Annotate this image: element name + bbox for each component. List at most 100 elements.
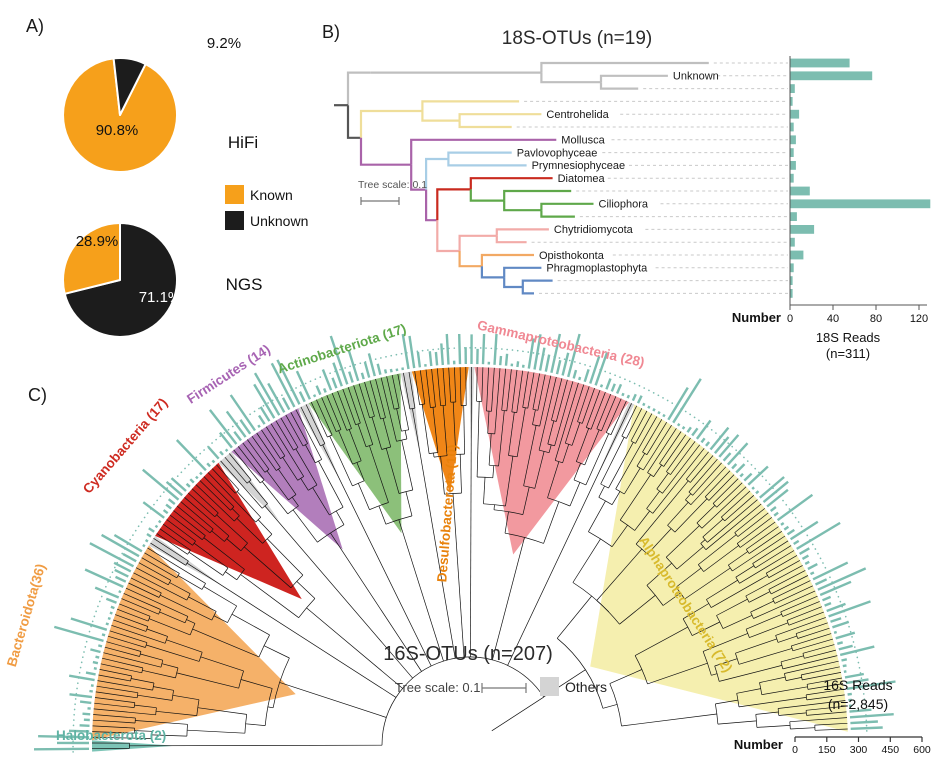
read-bar-16s — [727, 442, 749, 466]
pie-ngs — [62, 222, 178, 338]
tree-branch-16s — [483, 477, 486, 504]
tree-branch-16s — [706, 579, 738, 600]
tree-branch-16s — [263, 645, 290, 659]
tree-branch-16s — [419, 370, 426, 405]
tree-branch-16s — [682, 603, 709, 620]
tree-branch-16s — [662, 444, 700, 494]
read-bar-16s — [824, 601, 832, 607]
tree-branch-16s — [111, 624, 166, 644]
tree-branch-16s — [356, 462, 365, 481]
tree-arc-16s — [696, 522, 703, 529]
tree-branch-16s — [690, 466, 727, 505]
tree-arc-16s — [381, 656, 544, 746]
tree-18s-branches — [334, 61, 788, 295]
tree-branch-16s — [543, 501, 560, 544]
tree-branch-16s — [790, 727, 815, 730]
tree-branch-16s — [318, 460, 344, 508]
tree-branch-16s — [608, 442, 634, 489]
tree-branch-16s — [768, 560, 800, 579]
tree-branch-16s — [421, 404, 430, 454]
tree-branch-16s — [216, 514, 248, 544]
reads-bars-16s — [33, 333, 896, 751]
tree-branch-16s — [102, 657, 143, 669]
read-bar-16s — [686, 426, 692, 433]
tree-branch-16s — [386, 376, 395, 410]
tree-branch-16s — [264, 505, 413, 679]
tree-branch-16s — [772, 580, 811, 600]
tree-branch-16s — [431, 368, 436, 408]
read-bar-16s — [170, 477, 187, 492]
pie-slice-ngs-known — [62, 222, 121, 295]
read-bar-18s — [790, 84, 795, 93]
read-bar-18s — [790, 212, 797, 221]
read-bar-16s — [211, 459, 216, 464]
read-bar-16s — [195, 475, 199, 480]
tree-branch-16s — [755, 545, 792, 569]
tree-branch-16s — [814, 722, 848, 726]
tree-18s-taxon-labels: UnknownCentrohelidaMolluscaPavlovophycea… — [517, 71, 719, 275]
tree-branch-16s — [226, 538, 242, 552]
tree-arc-16s — [805, 694, 808, 700]
pie-ngs-unknown-pct: 71.1% — [139, 289, 182, 306]
tree-branch-16s — [807, 677, 843, 685]
read-bar-16s — [842, 664, 847, 668]
tree-branch-18s — [346, 105, 361, 139]
tree-branch-16s — [573, 463, 581, 481]
read-bar-16s — [833, 630, 838, 634]
read-bar-16s — [544, 354, 551, 372]
tree-arc-16s — [721, 516, 725, 522]
read-bar-16s — [826, 602, 846, 613]
read-bar-16s — [331, 377, 338, 389]
read-bar-16s — [550, 333, 562, 374]
read-bar-16s — [846, 680, 896, 690]
read-bar-16s — [53, 625, 104, 643]
read-bar-16s — [363, 361, 371, 378]
tree-branch-16s — [555, 379, 568, 422]
read-bar-16s — [416, 351, 422, 368]
tree-branch-16s — [224, 456, 248, 484]
tree-branch-16s — [717, 720, 757, 725]
others-label: Others — [565, 679, 607, 695]
read-bar-16s — [401, 367, 405, 371]
taxon-label-18s: Ciliophora — [599, 199, 649, 211]
tree-branch-16s — [306, 607, 403, 689]
tree-branch-16s — [330, 532, 422, 672]
read-bar-16s — [773, 511, 779, 517]
tree-branch-16s — [104, 646, 140, 657]
tree-branch-16s — [267, 706, 274, 709]
read-bar-16s — [144, 538, 149, 543]
tree-branch-16s — [358, 383, 370, 418]
read-bar-16s — [555, 359, 562, 375]
tree-branch-16s — [735, 638, 777, 654]
axis-tick-label-16s: 450 — [882, 744, 900, 756]
tree-branch-16s — [92, 719, 136, 724]
read-bar-16s — [769, 506, 777, 512]
tree-branch-16s — [795, 622, 828, 634]
read-bar-16s — [206, 462, 211, 468]
read-bar-18s — [790, 199, 931, 209]
tree-branch-16s — [745, 565, 803, 597]
read-bar-16s — [79, 724, 90, 727]
tree-branch-18s — [480, 266, 505, 279]
tree-branch-16s — [581, 387, 595, 424]
tree-branch-18s — [458, 120, 512, 129]
tree-branch-16s — [176, 505, 211, 534]
read-bar-18s — [790, 97, 793, 106]
tree-branch-16s — [802, 672, 842, 681]
tree-branch-16s — [675, 567, 702, 588]
read-bar-16s — [148, 527, 155, 533]
read-bar-16s — [207, 446, 220, 460]
read-bar-16s — [93, 667, 97, 670]
tree-branch-16s — [404, 430, 408, 440]
tree-branch-16s — [93, 708, 156, 716]
tree-branch-16s — [292, 509, 318, 543]
tree-branch-16s — [256, 432, 281, 468]
tree-branch-16s — [745, 613, 782, 630]
read-bar-16s — [154, 524, 159, 529]
tree-branch-18s — [503, 189, 572, 201]
read-bar-16s — [94, 586, 120, 599]
tree-branch-16s — [492, 465, 495, 478]
tree-branch-16s — [602, 704, 618, 709]
tree-branch-16s — [290, 412, 308, 444]
read-bar-16s — [801, 554, 809, 560]
